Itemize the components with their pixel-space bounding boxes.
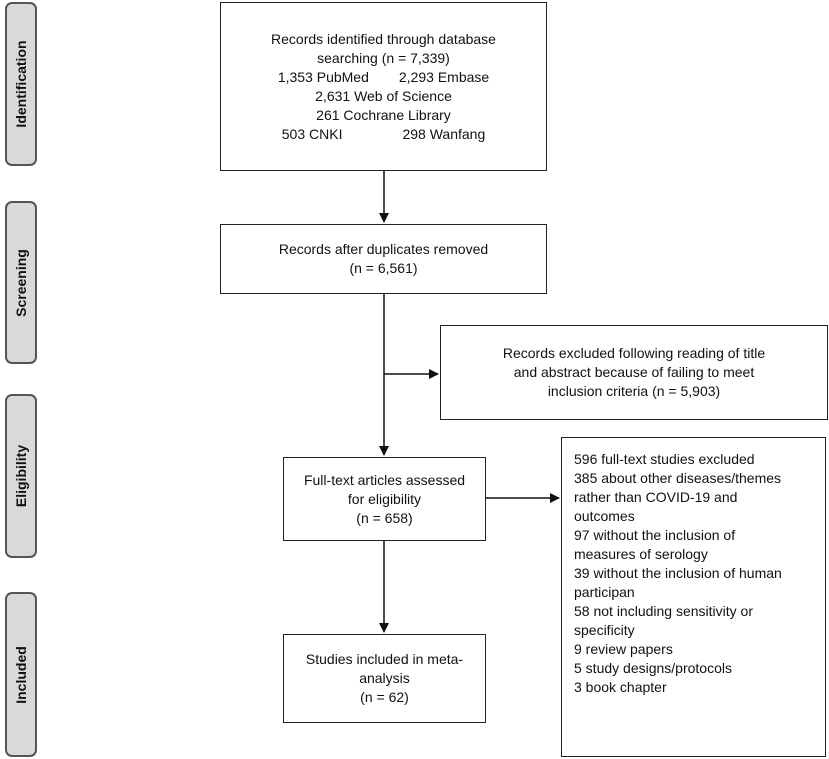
fulltext-excluded-line: rather than COVID-19 and [574, 489, 738, 505]
identification-row-1: 1,353 PubMed 2,293 Embase [278, 68, 489, 87]
excluded-line-1: Records excluded following reading of ti… [502, 345, 766, 361]
stage-tab-screening: Screening [5, 201, 37, 364]
fulltext-excluded-line: 97 without the inclusion of [574, 527, 736, 543]
identification-line-1: Records identified through database [271, 30, 496, 47]
fulltext-excluded-line: 3 book chapter [574, 679, 667, 695]
identification-row-2: 503 CNKI 298 Wanfang [282, 125, 485, 144]
stage-tab-eligibility: Eligibility [5, 394, 37, 558]
wos-count: 2,631 Web of Science [315, 87, 452, 104]
cochrane-count: 261 Cochrane Library [316, 106, 451, 123]
fulltext-excluded-line: measures of serology [574, 546, 708, 562]
eligibility-line-3: (n = 658) [356, 509, 413, 526]
fulltext-excluded-line: 58 not including sensitivity or [574, 603, 753, 619]
wanfang-count: 298 Wanfang [402, 125, 486, 142]
fulltext-excluded-line: 385 about other diseases/themes [574, 470, 782, 486]
included-line-1: Studies included in meta- [305, 651, 464, 667]
embase-count: 2,293 Embase [398, 68, 490, 85]
fulltext-excluded-line: participan [574, 584, 635, 600]
screening-box: Records after duplicates removed (n = 6,… [220, 224, 547, 294]
excluded-box: Records excluded following reading of ti… [440, 325, 828, 420]
fulltext-excluded-line: 39 without the inclusion of human [574, 565, 782, 581]
screening-line-1: Records after duplicates removed [278, 241, 489, 257]
stage-tab-identification: Identification [5, 2, 37, 166]
included-box: Studies included in meta- analysis (n = … [283, 634, 486, 723]
stage-tab-included: Included [5, 592, 37, 757]
fulltext-excluded-line: outcomes [574, 508, 635, 524]
pubmed-count: 1,353 PubMed [277, 68, 369, 85]
included-line-2: analysis [359, 670, 410, 686]
cnki-count: 503 CNKI [281, 125, 343, 142]
fulltext-excluded-line: 5 study designs/protocols [574, 660, 732, 676]
fulltext-excluded-box: 596 full-text studies excluded 385 about… [561, 437, 826, 757]
eligibility-line-1: Full-text articles assessed [303, 471, 466, 488]
fulltext-excluded-line: 596 full-text studies excluded [574, 451, 755, 467]
identification-box: Records identified through database sear… [220, 2, 547, 171]
screening-line-2: (n = 6,561) [349, 260, 418, 276]
identification-line-2: searching (n = 7,339) [317, 49, 450, 66]
eligibility-box: Full-text articles assessed for eligibil… [283, 457, 486, 541]
included-line-3: (n = 62) [360, 689, 409, 705]
fulltext-excluded-line: specificity [574, 622, 635, 638]
excluded-line-2: and abstract because of failing to meet [513, 364, 755, 380]
excluded-line-3: inclusion criteria (n = 5,903) [547, 383, 721, 399]
eligibility-line-2: for eligibility [347, 490, 422, 507]
fulltext-excluded-line: 9 review papers [574, 641, 673, 657]
